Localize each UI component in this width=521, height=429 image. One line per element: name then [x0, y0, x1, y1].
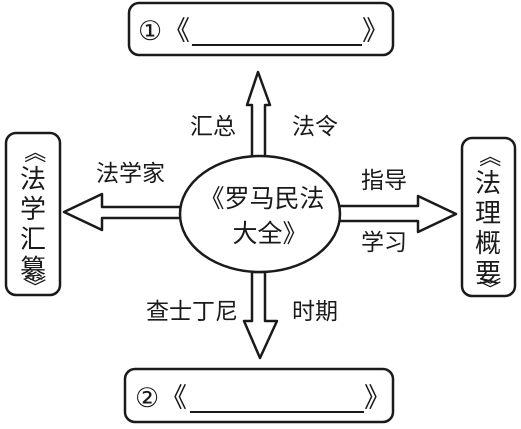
top-box	[127, 1, 395, 57]
bottom-box-number: ②	[135, 383, 159, 414]
arrow-right	[335, 194, 458, 234]
bottom-box-close-bracket: 》	[364, 383, 391, 414]
center-ellipse	[178, 154, 342, 274]
label-up-right: 法令	[292, 114, 338, 140]
arrow-down	[242, 270, 279, 360]
label-up-left: 汇总	[190, 114, 236, 140]
right-box-char-3: 概	[475, 229, 501, 259]
label-right-top: 指导	[361, 168, 407, 194]
left-box	[4, 131, 62, 297]
center-title-line-2: 大全》	[232, 219, 307, 248]
right-box-open-bracket: 《	[476, 145, 501, 167]
left-box-char-3: 汇	[20, 225, 46, 255]
top-box-open-bracket: 《	[163, 16, 190, 47]
label-right-bottom: 学习	[361, 230, 407, 256]
label-down-left: 查士丁尼	[146, 299, 238, 325]
top-box-number: ①	[138, 16, 162, 47]
left-box-char-2: 学	[20, 195, 46, 225]
left-box-open-bracket: 《	[21, 141, 46, 163]
right-box-char-4: 要	[475, 259, 501, 289]
arrow-up	[245, 70, 272, 160]
bottom-box	[123, 367, 395, 424]
label-down-right: 时期	[292, 299, 338, 325]
left-box-close-bracket: 》	[21, 275, 46, 297]
right-box-char-1: 法	[475, 169, 501, 199]
bottom-box-open-bracket: 《	[160, 383, 187, 414]
top-box-close-bracket: 》	[362, 16, 389, 47]
right-box-char-2: 理	[475, 199, 501, 229]
left-box-char-4: 纂	[20, 255, 46, 285]
label-left-top: 法学家	[96, 161, 165, 187]
right-box	[460, 136, 517, 298]
left-box-char-1: 法	[20, 165, 46, 195]
center-title-line-1: 《罗马民法	[199, 184, 324, 213]
arrow-left	[62, 192, 192, 232]
right-box-close-bracket: 》	[476, 277, 501, 299]
